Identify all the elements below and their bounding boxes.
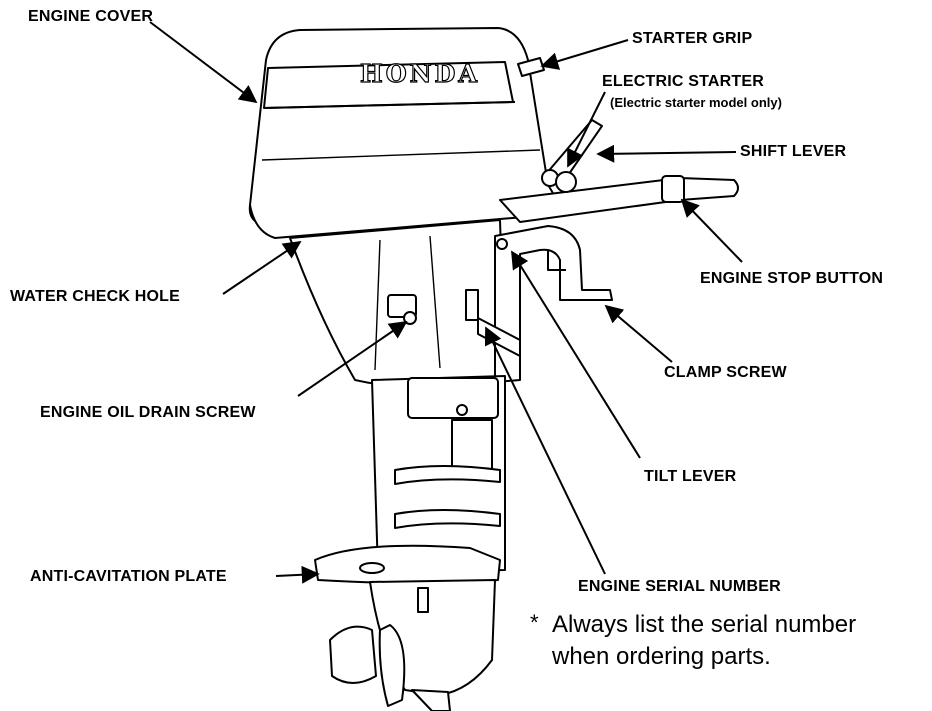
- note-marker: *: [530, 610, 539, 635]
- label-engine-serial-number: ENGINE SERIAL NUMBER: [578, 578, 781, 595]
- label-engine-cover: ENGINE COVER: [28, 8, 154, 25]
- outboard-motor-illustration: [248, 27, 739, 711]
- propeller: [329, 625, 377, 684]
- anti-cavitation-plate: [314, 544, 501, 584]
- label-tilt-lever: TILT LEVER: [644, 468, 737, 485]
- label-engine-stop-button: ENGINE STOP BUTTON: [700, 270, 884, 287]
- label-engine-oil-drain-screw: ENGINE OIL DRAIN SCREW: [40, 404, 256, 421]
- label-anti-cavitation-plate: ANTI-CAVITATION PLATE: [30, 568, 227, 585]
- label-electric-starter: ELECTRIC STARTER: [602, 73, 765, 90]
- clamp-bracket: [494, 225, 613, 383]
- note-line-2: when ordering parts.: [552, 643, 771, 670]
- brand-text: HONDA: [360, 59, 480, 88]
- leader-lines: [149, 21, 743, 584]
- starter-grip: [517, 57, 545, 77]
- note-line-1: Always list the serial number: [552, 611, 857, 638]
- label-electric-starter-note: (Electric starter model only): [610, 95, 782, 110]
- label-clamp-screw: CLAMP SCREW: [664, 364, 787, 381]
- label-shift-lever: SHIFT LEVER: [740, 143, 847, 160]
- label-starter-grip: STARTER GRIP: [632, 30, 753, 47]
- label-water-check-hole: WATER CHECK HOLE: [10, 288, 181, 305]
